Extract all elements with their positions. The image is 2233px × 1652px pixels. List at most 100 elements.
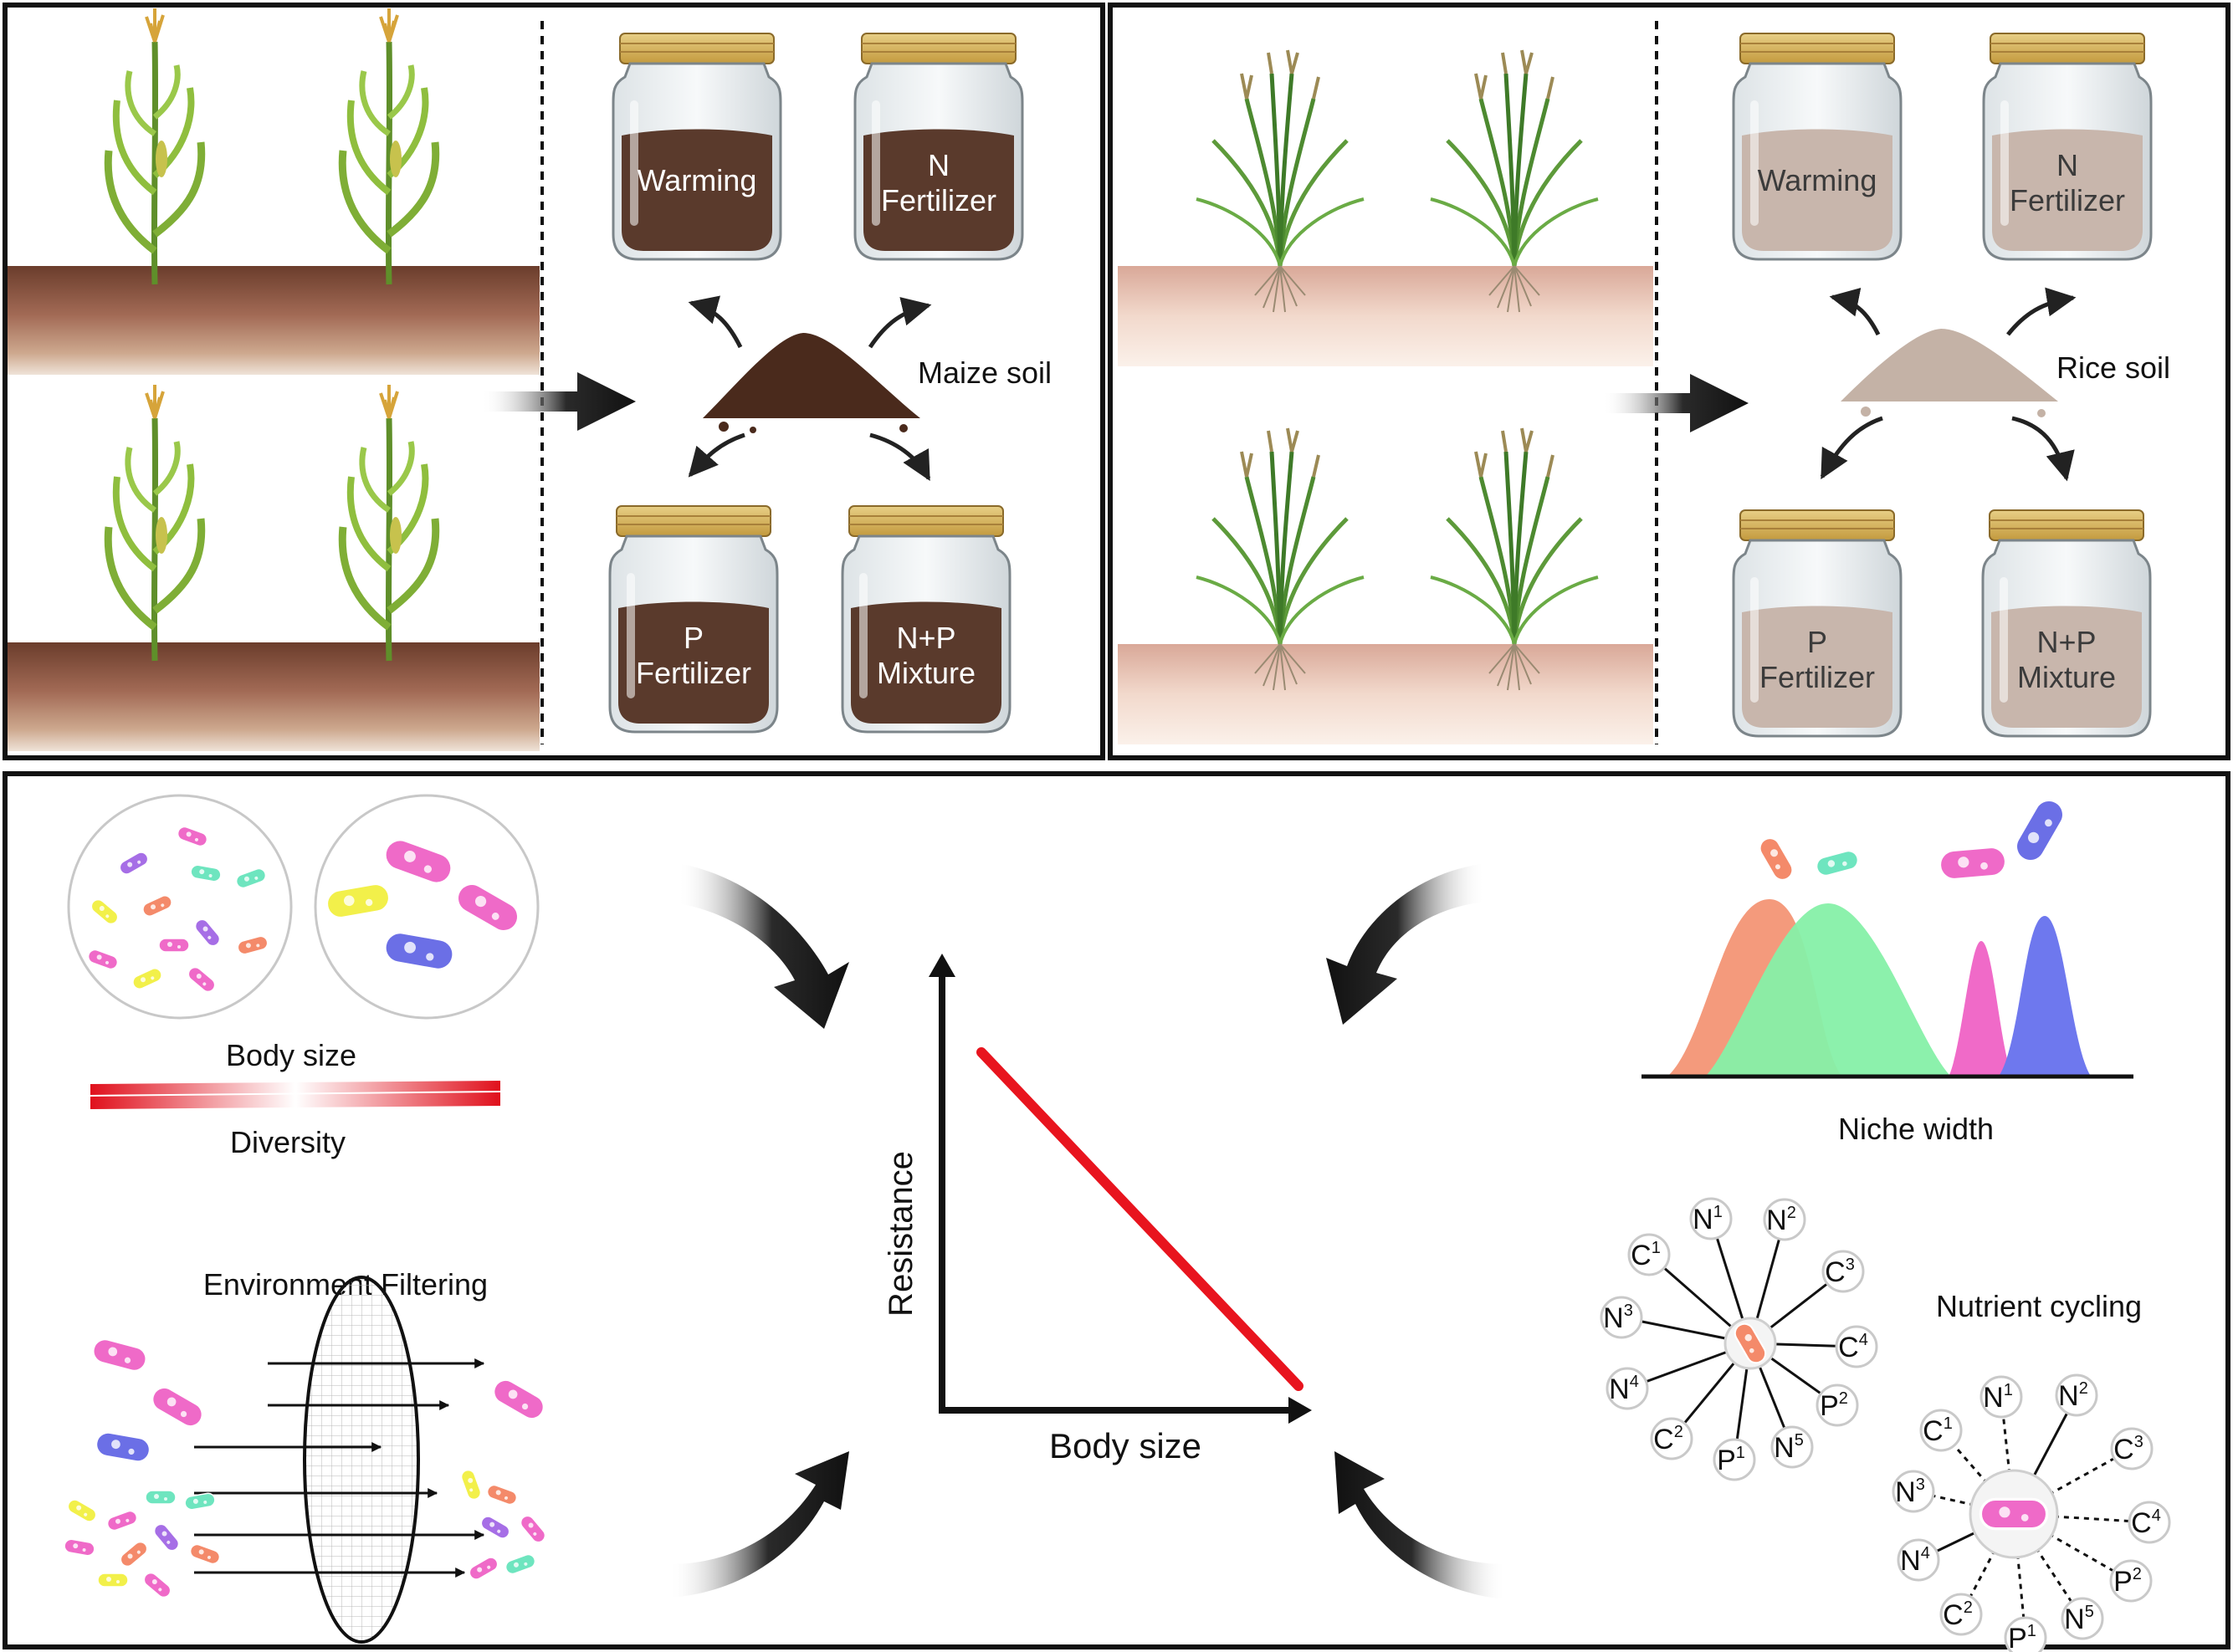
maize-soil-label: Maize soil bbox=[918, 355, 1052, 390]
bacterium-icon bbox=[1759, 836, 1794, 882]
bacterium-icon bbox=[158, 938, 190, 953]
jar-soil bbox=[618, 601, 769, 724]
svg-text:N2: N2 bbox=[1766, 1204, 1796, 1236]
bacterium-icon bbox=[97, 1573, 129, 1588]
small-bacteria-group bbox=[87, 826, 269, 993]
svg-text:N2: N2 bbox=[2058, 1379, 2088, 1412]
arrow-right-icon bbox=[1602, 374, 1749, 432]
nutrient-node: C4 bbox=[2128, 1501, 2171, 1544]
niche-width-label: Niche width bbox=[1838, 1112, 1994, 1146]
bacterium-icon bbox=[460, 1469, 482, 1501]
bacterium-icon bbox=[504, 1553, 536, 1575]
jar-glare bbox=[1750, 577, 1759, 703]
jar-soil bbox=[851, 601, 1001, 724]
x-axis-arrow bbox=[1288, 1397, 1312, 1424]
jar-glare bbox=[630, 100, 638, 226]
jar-glare bbox=[2000, 577, 2008, 703]
arrow-icon bbox=[688, 432, 745, 478]
svg-text:N5: N5 bbox=[2064, 1603, 2094, 1635]
nutrient-cycling-label: Nutrient cycling bbox=[1936, 1289, 2142, 1323]
bacterium-icon bbox=[64, 1538, 95, 1557]
svg-text:N4: N4 bbox=[1609, 1373, 1639, 1405]
bacterium-icon bbox=[520, 1515, 546, 1543]
nutrient-node: C3 bbox=[1821, 1250, 1865, 1293]
curved-arrow-icon bbox=[678, 864, 849, 1029]
svg-text:P2: P2 bbox=[2113, 1565, 2142, 1598]
gradient-divider bbox=[90, 1091, 501, 1097]
bacterium-icon bbox=[187, 966, 216, 993]
jar-label: N bbox=[2056, 148, 2078, 182]
small-bacteria-circle bbox=[67, 794, 293, 1020]
maize-soil-pile bbox=[703, 333, 920, 433]
rice-soil-pile bbox=[1841, 329, 2058, 417]
diversity-gradient-bar bbox=[90, 1081, 500, 1109]
bacterium-icon bbox=[190, 864, 222, 882]
jar-glare bbox=[872, 100, 880, 226]
jar-glare bbox=[1750, 100, 1759, 226]
svg-text:C1: C1 bbox=[1923, 1414, 1953, 1447]
curved-arrow-icon bbox=[1334, 1451, 1506, 1599]
jar-glare bbox=[627, 573, 635, 698]
bacterium-icon bbox=[383, 838, 453, 885]
svg-text:N4: N4 bbox=[1900, 1544, 1930, 1577]
svg-text:N3: N3 bbox=[1603, 1302, 1633, 1334]
bacterium-icon bbox=[1979, 1497, 2049, 1531]
large-bacteria-group bbox=[325, 838, 520, 972]
bacterium-icon bbox=[153, 1523, 180, 1552]
y-axis-label: Resistance bbox=[883, 1151, 919, 1317]
jar-soil bbox=[1742, 606, 1892, 728]
maize-soil-strip-upper bbox=[8, 266, 540, 375]
nutrient-node: N3 bbox=[1892, 1470, 1935, 1513]
large-bacteria-circle bbox=[314, 794, 540, 1020]
nutrient-node: C3 bbox=[2110, 1427, 2154, 1470]
bacterium-icon bbox=[67, 1499, 97, 1522]
jar-label: Fertilizer bbox=[636, 656, 751, 690]
bacterium-icon bbox=[143, 1572, 172, 1598]
jar-label: Mixture bbox=[877, 656, 976, 690]
filtered-bacteria-group bbox=[64, 1337, 546, 1598]
rice-soil-label: Rice soil bbox=[2056, 350, 2170, 385]
jar: Warming bbox=[1732, 32, 1903, 261]
nutrient-node: P1 bbox=[2004, 1616, 2047, 1652]
nutrient-node: N3 bbox=[1600, 1296, 1643, 1339]
jar-glare bbox=[859, 573, 868, 698]
maize-soil-strip-lower bbox=[8, 642, 540, 751]
svg-text:N1: N1 bbox=[1983, 1381, 2013, 1414]
nutrient-node: N5 bbox=[1770, 1425, 1814, 1469]
bacterium-icon bbox=[91, 1337, 148, 1373]
svg-text:C2: C2 bbox=[1943, 1598, 1973, 1631]
niche-curve-pink bbox=[1949, 941, 2012, 1075]
nutrient-node: N4 bbox=[1606, 1367, 1649, 1410]
rice-field bbox=[1118, 50, 1653, 744]
niche-curve-green bbox=[1707, 903, 1949, 1075]
x-axis-label: Body size bbox=[1049, 1426, 1201, 1465]
nutrient-node: C4 bbox=[1835, 1325, 1878, 1368]
bacterium-icon bbox=[184, 1492, 216, 1511]
bacterium-icon bbox=[95, 1431, 151, 1463]
nutrient-node: N1 bbox=[1689, 1197, 1733, 1240]
svg-text:C4: C4 bbox=[1838, 1331, 1868, 1363]
bacterium-icon bbox=[492, 1378, 545, 1420]
bacterium-icon bbox=[87, 949, 119, 970]
niche-bacteria-group bbox=[1759, 798, 2066, 882]
bacterium-icon bbox=[486, 1484, 518, 1506]
arrow-right-icon bbox=[481, 372, 636, 431]
bacterium-icon bbox=[145, 1490, 177, 1505]
nutrient-node: P1 bbox=[1713, 1438, 1756, 1481]
jar-label: Fertilizer bbox=[2010, 183, 2125, 217]
jar-soil bbox=[863, 129, 1014, 251]
diversity-label: Diversity bbox=[230, 1125, 346, 1159]
bacterium-icon bbox=[177, 826, 208, 847]
resistance-trend-line bbox=[976, 1047, 1303, 1391]
svg-text:C2: C2 bbox=[1653, 1423, 1683, 1455]
svg-text:N1: N1 bbox=[1693, 1203, 1723, 1235]
bacterium-icon bbox=[90, 898, 119, 925]
bacterium-icon bbox=[480, 1516, 510, 1539]
rice-soil-strip-lower bbox=[1118, 644, 1653, 744]
